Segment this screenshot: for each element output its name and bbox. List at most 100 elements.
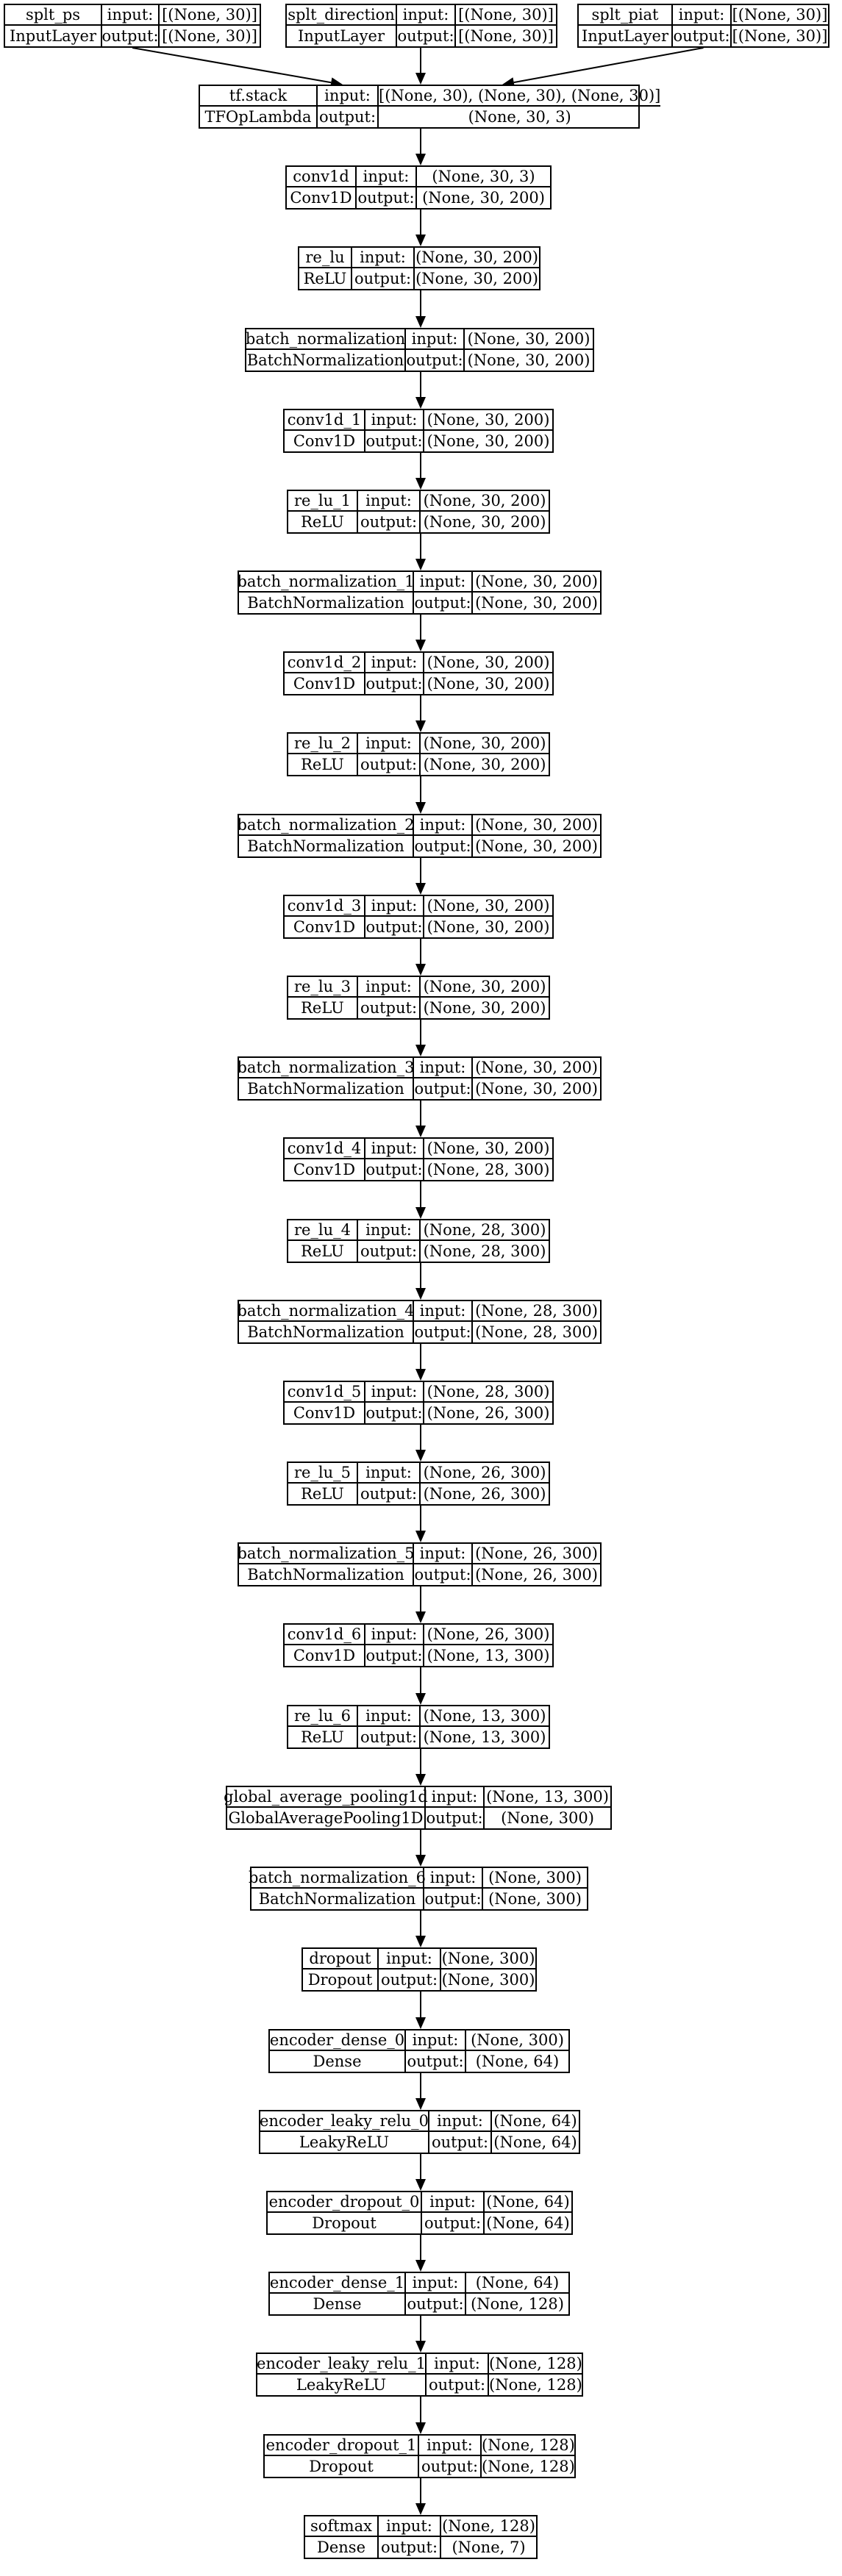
- layer-name: batch_normalization_6: [249, 1868, 426, 1889]
- layer-name: conv1d_6: [285, 1625, 365, 1645]
- input-shape: (None, 28, 300): [424, 1382, 552, 1403]
- layer-name: conv1d_3: [285, 896, 365, 917]
- layer-name: softmax: [305, 2516, 379, 2537]
- input-label: input:: [379, 1949, 441, 1969]
- layer-type: LeakyReLU: [260, 2132, 429, 2153]
- output-label: output:: [414, 836, 473, 856]
- edge-arrow: [415, 1101, 426, 1137]
- output-shape: (None, 30, 200): [475, 837, 598, 855]
- output-label: output:: [365, 1403, 424, 1423]
- input-shape: (None, 30, 200): [424, 896, 552, 917]
- output-label: output:: [358, 512, 421, 532]
- layer-type: BatchNormalization: [239, 836, 414, 856]
- input-shape: (None, 26, 300): [473, 1544, 600, 1564]
- edge-arrow: [415, 776, 426, 814]
- edge-arrow: [502, 47, 704, 88]
- input-label: input:: [318, 86, 379, 107]
- input-shape: (None, 30, 200): [424, 410, 552, 431]
- output-label: output:: [352, 268, 415, 289]
- input-label: input:: [357, 167, 417, 187]
- output-shape: (None, 30, 200): [422, 189, 545, 207]
- input-label: input:: [102, 5, 160, 26]
- layer-type: ReLU: [288, 1727, 358, 1747]
- layer-type: BatchNormalization: [239, 1078, 414, 1099]
- input-label: input:: [379, 2516, 441, 2537]
- edge-arrow: [415, 1830, 426, 1867]
- input-shape: (None, 128): [441, 2516, 536, 2537]
- input-shape: (None, 30, 200): [473, 815, 600, 836]
- input-label: input:: [419, 2436, 482, 2456]
- output-shape: (None, 128): [471, 2295, 564, 2313]
- input-label: input:: [426, 1787, 485, 1808]
- layer-name: encoder_leaky_relu_1: [257, 2354, 427, 2375]
- layer-type: Conv1D: [285, 1159, 365, 1180]
- layer-name: batch_normalization: [246, 329, 406, 350]
- output-shape: (None, 30, 200): [423, 999, 546, 1017]
- input-label: input:: [414, 1301, 473, 1322]
- output-label: output:: [673, 26, 732, 46]
- input-shape: (None, 30, 200): [421, 734, 549, 754]
- output-label: output:: [414, 593, 473, 613]
- input-label: input:: [365, 653, 424, 673]
- edge-arrow: [415, 48, 426, 85]
- layer-name: re_lu_4: [288, 1220, 358, 1241]
- edge-arrow: [415, 129, 426, 165]
- output-shape: (None, 30, 200): [427, 432, 550, 450]
- output-shape: (None, 64): [493, 2133, 577, 2151]
- input-shape: (None, 30, 200): [421, 491, 549, 512]
- output-label: output:: [358, 1727, 421, 1747]
- output-shape: (None, 30, 200): [415, 270, 538, 287]
- input-shape: [(None, 30)]: [732, 5, 828, 26]
- output-shape: (None, 28, 300): [427, 1161, 550, 1178]
- output-label: output:: [101, 26, 160, 46]
- layer-type: Dense: [305, 2537, 379, 2558]
- edge-arrow: [415, 2478, 426, 2515]
- input-label: input:: [365, 410, 424, 431]
- layer-type: Conv1D: [287, 187, 357, 208]
- output-label: output:: [358, 754, 421, 775]
- input-shape: (None, 30, 200): [415, 248, 539, 268]
- layer-name: encoder_dense_0: [270, 2031, 406, 2051]
- output-label: output:: [365, 917, 424, 937]
- input-label: input:: [429, 2111, 492, 2132]
- edge-arrow: [415, 210, 426, 246]
- input-shape: (None, 30, 200): [465, 329, 593, 350]
- input-label: input:: [414, 572, 473, 593]
- output-label: output:: [426, 1808, 485, 1828]
- input-label: input:: [352, 248, 415, 268]
- input-shape: (None, 64): [466, 2273, 568, 2294]
- layer-name: splt_ps: [5, 5, 102, 26]
- output-shape: (None, 28, 300): [475, 1323, 598, 1341]
- output-label: output:: [397, 26, 456, 46]
- output-label: output:: [427, 2375, 489, 2395]
- output-shape: (None, 30, 200): [475, 1080, 598, 1098]
- edge-arrow: [415, 1992, 426, 2029]
- edge-arrow: [415, 1749, 426, 1786]
- edge-arrow: [415, 1020, 426, 1056]
- layer-type: Conv1D: [285, 1403, 365, 1423]
- output-shape: (None, 28, 300): [423, 1242, 546, 1260]
- input-shape: (None, 30, 200): [424, 653, 552, 673]
- layer-name: conv1d: [287, 167, 357, 187]
- layer-name: encoder_dropout_0: [268, 2192, 422, 2213]
- edge-arrow: [415, 2073, 426, 2110]
- edge-arrow: [415, 615, 426, 651]
- layer-name: batch_normalization_4: [237, 1301, 415, 1322]
- layer-type: BatchNormalization: [251, 1889, 424, 1909]
- output-label: output:: [414, 1078, 473, 1099]
- output-label: output:: [406, 350, 465, 371]
- output-label: output:: [318, 107, 379, 127]
- layer-name: conv1d_1: [285, 410, 365, 431]
